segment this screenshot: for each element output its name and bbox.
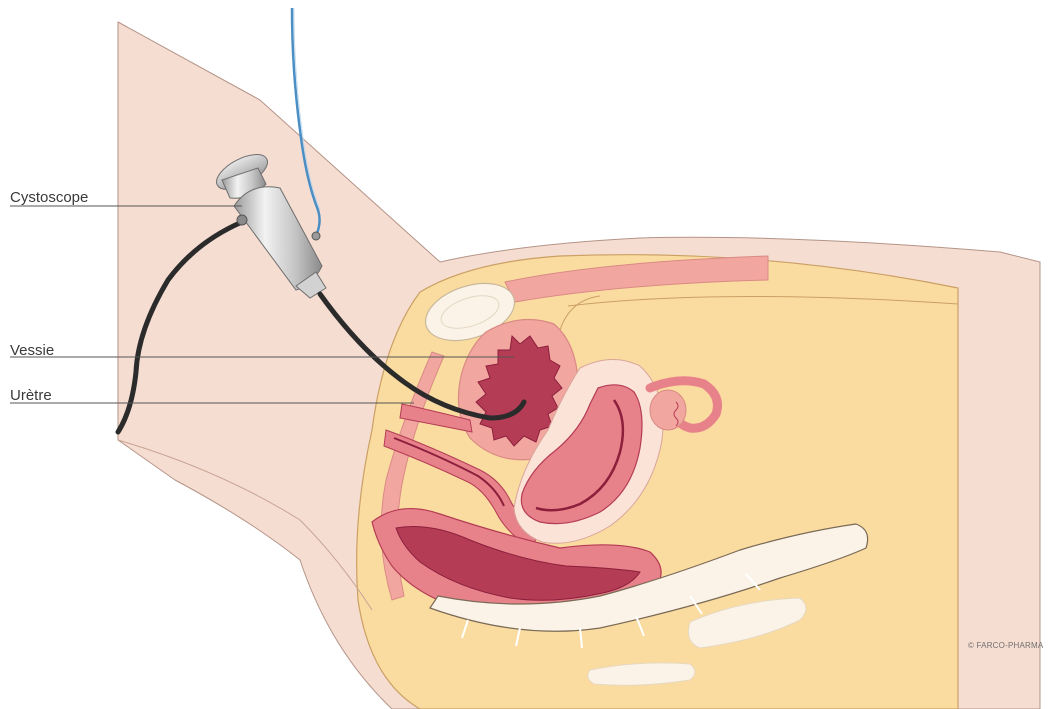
label-cystoscope: Cystoscope	[10, 190, 88, 205]
cystoscope-port	[312, 232, 320, 240]
ovary	[650, 390, 686, 430]
cystoscope-cable-port	[237, 215, 247, 225]
label-uretre: Urètre	[10, 388, 52, 403]
copyright-notice: © FARCO-PHARMA	[968, 641, 1043, 650]
label-vessie: Vessie	[10, 343, 54, 358]
